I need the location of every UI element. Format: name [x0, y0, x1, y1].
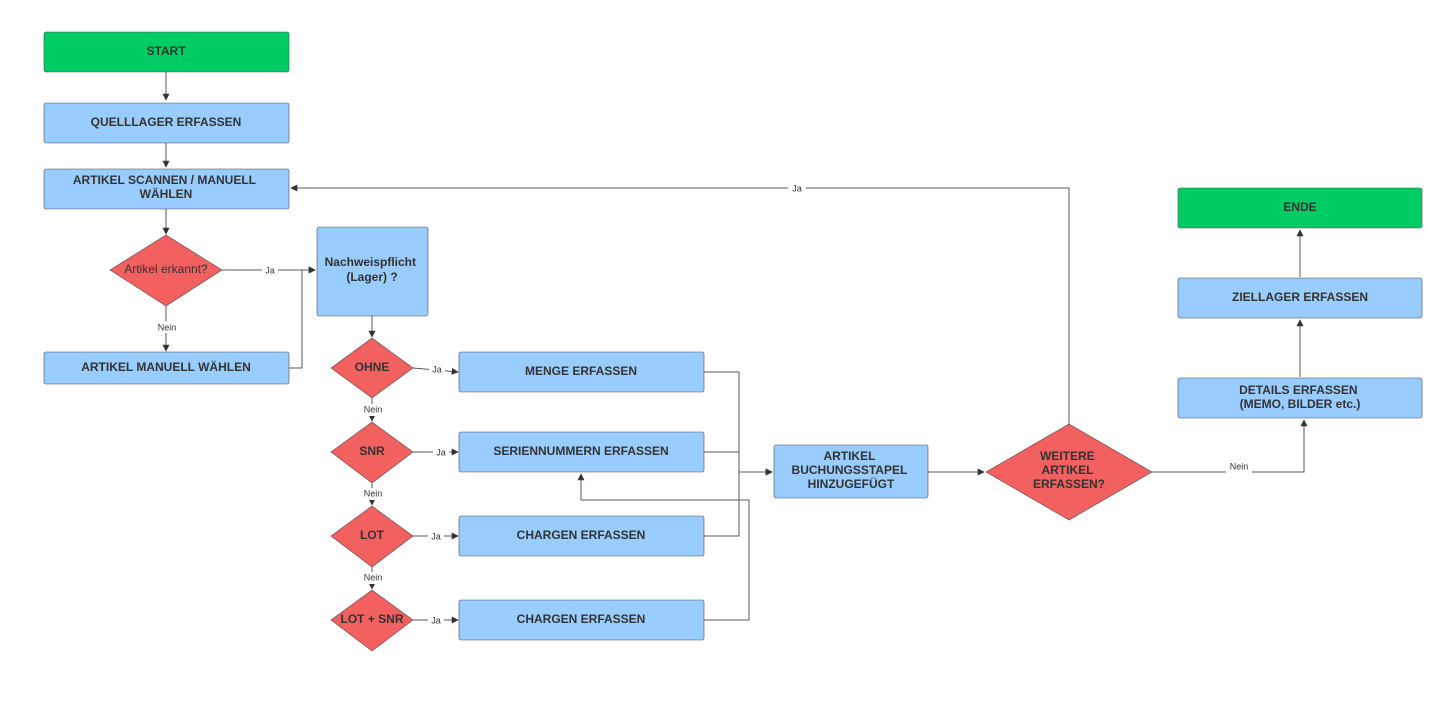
- menge-label: MENGE ERFASSEN: [525, 364, 637, 378]
- edge-label-erkannt-nein: Nein: [158, 322, 177, 332]
- edge-label-snr-ja: Ja: [436, 447, 446, 457]
- start-node: [43, 31, 290, 73]
- edge-manuell-nachweis: [289, 266, 316, 369]
- lot-diamond: [330, 505, 414, 568]
- nachweispflicht-line-2: (Lager) ?: [346, 270, 397, 284]
- chargen-2-node: [458, 599, 705, 641]
- nachweispflicht-line-1: Nachweispflicht: [325, 255, 416, 269]
- edge-seriennummern-buchung: [704, 451, 773, 476]
- buchungsstapel-line-2: BUCHUNGSSTAPEL: [792, 463, 908, 477]
- edge-label-erkannt-ja: Ja: [265, 265, 275, 275]
- weitere-diamond: [985, 423, 1153, 521]
- ohne-label: OHNE: [355, 360, 390, 374]
- details-label: DETAILS ERFASSEN (MEMO, BILDER etc.): [1239, 383, 1361, 411]
- edge-label-weitere-ja: Ja: [792, 183, 802, 193]
- weitere-line-2: ARTIKEL: [1041, 463, 1093, 477]
- edge-label-snr-nein: Nein: [364, 488, 383, 498]
- edge-menge-buchung: [704, 371, 773, 476]
- details-line-2: (MEMO, BILDER etc.): [1240, 397, 1361, 411]
- lot-snr-diamond: [330, 589, 414, 652]
- lot-snr-label: LOT + SNR: [340, 612, 403, 626]
- ende-node: [1177, 187, 1423, 229]
- details-line-1: DETAILS ERFASSEN: [1239, 383, 1357, 397]
- quelllager-node: [43, 102, 290, 144]
- chargen-1-label: CHARGEN ERFASSEN: [517, 528, 646, 542]
- ende-label: ENDE: [1283, 200, 1316, 214]
- artikel-erkannt-diamond: [109, 234, 223, 307]
- nodes: START QUELLLAGER ERFASSEN ARTIKEL SCANNE…: [43, 31, 1423, 652]
- chargen-1-node: [458, 515, 705, 557]
- snr-diamond: [330, 421, 414, 484]
- buchungsstapel-label: ARTIKEL BUCHUNGSSTAPEL HINZUGEFÜGT: [792, 449, 911, 491]
- details-node: [1177, 377, 1423, 419]
- edge-label-weitere-nein: Nein: [1230, 461, 1249, 471]
- snr-label: SNR: [359, 444, 385, 458]
- edge-label-lotsnr-ja: Ja: [431, 615, 441, 625]
- edge-label-lot-nein: Nein: [364, 572, 383, 582]
- artikel-manuell-label: ARTIKEL MANUELL WÄHLEN: [81, 359, 251, 374]
- weitere-line-1: WEITERE: [1040, 449, 1095, 463]
- artikel-scannen-label: ARTIKEL SCANNEN / MANUELL WÄHLEN: [73, 173, 259, 201]
- artikel-scannen-line-1: ARTIKEL SCANNEN / MANUELL: [73, 173, 256, 187]
- edge-weitere-scannen: [290, 184, 1070, 424]
- edge-weitere-details: [1152, 419, 1308, 473]
- nachweispflicht-node: [316, 226, 429, 317]
- weitere-line-3: ERFASSEN?: [1033, 477, 1105, 491]
- seriennummern-node: [458, 431, 705, 473]
- weitere-label: WEITERE ARTIKEL ERFASSEN?: [1033, 449, 1105, 491]
- buchungsstapel-line-3: HINZUGEFÜGT: [808, 476, 895, 491]
- artikel-scannen-node: [43, 168, 290, 210]
- edge-label-ohne-ja: Ja: [432, 364, 442, 374]
- menge-node: [458, 351, 705, 393]
- seriennummern-label: SERIENNUMMERN ERFASSEN: [493, 444, 668, 458]
- edge-label-lot-ja: Ja: [431, 531, 441, 541]
- ziellager-node: [1177, 277, 1423, 319]
- ohne-diamond: [330, 337, 414, 399]
- edge-chargen2-seriennummern: [577, 473, 750, 621]
- ziellager-label: ZIELLAGER ERFASSEN: [1232, 290, 1368, 304]
- edge-labels: Ja Nein Ja Nein Ja Nein Ja Nein Ja Ja Ne…: [155, 182, 1252, 626]
- quelllager-label: QUELLLAGER ERFASSEN: [91, 115, 242, 129]
- buchungsstapel-node: [773, 444, 929, 499]
- artikel-scannen-line-2: WÄHLEN: [140, 186, 193, 201]
- artikel-erkannt-label: Artikel erkannt?: [124, 262, 208, 276]
- artikel-manuell-node: [43, 351, 290, 385]
- start-label: START: [146, 44, 186, 58]
- edge-label-ohne-nein: Nein: [364, 404, 383, 414]
- nachweispflicht-label: Nachweispflicht (Lager) ?: [325, 255, 420, 284]
- buchungsstapel-line-1: ARTIKEL: [823, 449, 875, 463]
- lot-label: LOT: [360, 528, 385, 542]
- edge-chargen1-buchung: [704, 468, 773, 537]
- chargen-2-label: CHARGEN ERFASSEN: [517, 612, 646, 626]
